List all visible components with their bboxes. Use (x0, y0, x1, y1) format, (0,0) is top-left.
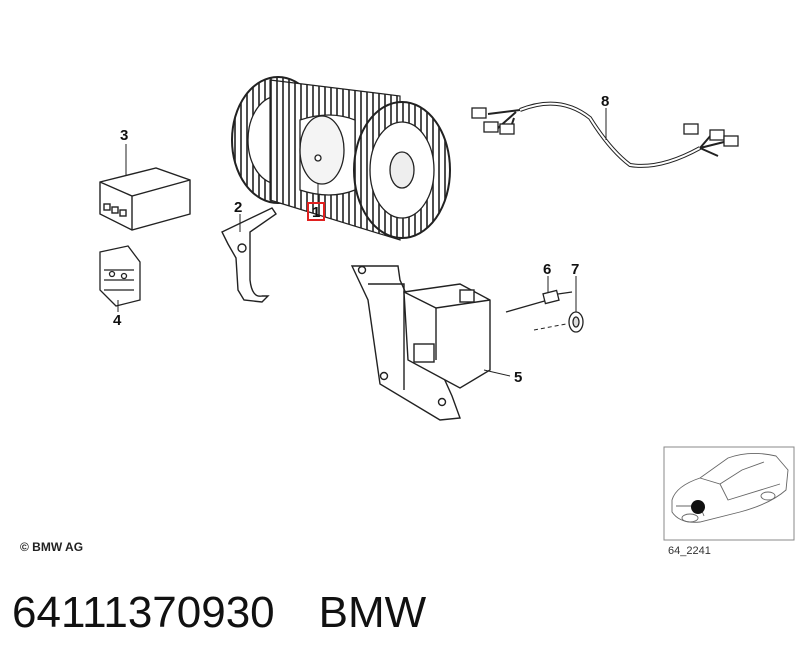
callout-5: 5 (514, 369, 522, 386)
car-locator-thumbnail (663, 446, 795, 541)
callout-8: 8 (601, 93, 609, 110)
leader-lines (117, 108, 607, 377)
blower-motor-illustration (231, 76, 451, 241)
bracket-illustration (221, 207, 277, 303)
callout-2: 2 (234, 199, 242, 216)
wiring-harness-illustration (471, 101, 739, 168)
callout-3: 3 (120, 127, 128, 144)
callout-4: 4 (113, 312, 122, 329)
callout-7: 7 (571, 261, 579, 278)
grommet-illustration (533, 311, 584, 333)
thumbnail-code: 64_2241 (668, 545, 711, 557)
brand-name: BMW (318, 588, 427, 637)
location-marker-icon (691, 500, 705, 514)
copyright-notice: © BMW AG (20, 540, 84, 554)
connector-illustration (99, 245, 141, 307)
callout-1-highlight (307, 202, 325, 221)
part-footer: 64111370930 BMW (12, 588, 426, 638)
car-outline-icon (671, 453, 789, 523)
callout-6: 6 (543, 261, 551, 278)
sensor-illustration (505, 289, 573, 313)
regulator-illustration (350, 265, 491, 421)
callout-1: 1 (312, 204, 320, 221)
part-number: 64111370930 (12, 588, 275, 637)
control-module-illustration (99, 167, 191, 231)
